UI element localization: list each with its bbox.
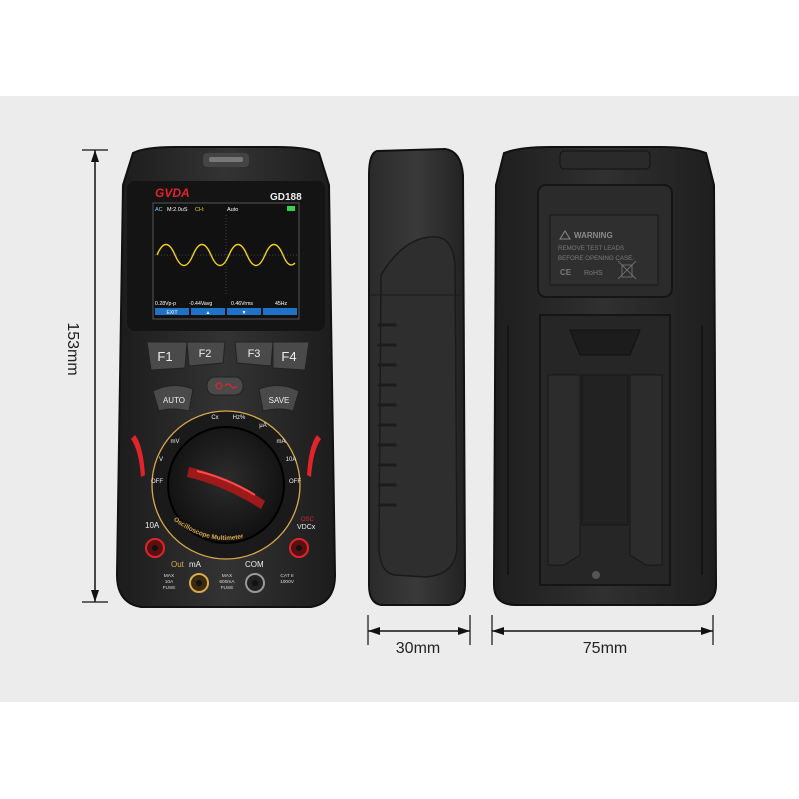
multimeter-side (368, 147, 467, 606)
scope-grid (155, 215, 297, 295)
svg-text:BEFORE OPENING CASE.: BEFORE OPENING CASE. (558, 255, 634, 262)
auto-button[interactable]: AUTO (152, 385, 194, 412)
dial-label-off-right: OFF (289, 479, 301, 485)
brand-logo: GVDA (155, 186, 190, 200)
stand-screw (592, 571, 600, 579)
dial-label-hz: Hz% (233, 415, 246, 421)
f1-button[interactable]: F1 (146, 341, 188, 371)
screen-auto: Auto (227, 207, 238, 213)
com-label: COM (245, 560, 264, 569)
f2-button[interactable]: F2 (186, 341, 226, 367)
weee-bin-icon (617, 260, 637, 280)
svg-text:F2: F2 (199, 348, 212, 360)
multimeter-front: GVDA GD188 AC M:2.0uS CH: Auto 0.28Vp-p … (115, 146, 337, 608)
scope-waveform (156, 243, 296, 267)
reading-hz: 45Hz (275, 301, 288, 307)
fuse-note-ma-1: MAX (222, 573, 233, 579)
svg-text:SAVE: SAVE (269, 396, 290, 405)
out-label: Out (171, 560, 185, 569)
fuse-note-10a-2: 10A (165, 579, 174, 585)
ce-mark: CE (560, 268, 572, 277)
rohs-mark: RoHS (584, 270, 603, 277)
osc-label: OSC (301, 517, 315, 523)
vdcx-label: VDCx (297, 524, 316, 531)
depth-dimension (367, 615, 471, 645)
svg-text:AUTO: AUTO (163, 396, 185, 405)
ten-a-label: 10A (145, 521, 160, 530)
ma-label: mA (189, 560, 202, 569)
dial-label-cx: Cx (211, 415, 218, 421)
warning-label: WARNING REMOVE TEST LEADS BEFORE OPENING… (549, 214, 659, 286)
svg-text:F1: F1 (157, 349, 172, 364)
svg-text:REMOVE TEST LEADS: REMOVE TEST LEADS (558, 245, 624, 252)
svg-text:F4: F4 (281, 349, 296, 364)
svg-text:WARNING: WARNING (574, 231, 613, 240)
dial-label-ua: μA (259, 423, 266, 429)
screen-ac: AC (155, 207, 163, 213)
sun-icon (215, 382, 223, 390)
battery-icon (287, 206, 295, 211)
f3-button[interactable]: F3 (234, 341, 274, 367)
model-label: GD188 (270, 192, 302, 203)
reading-vavg: -0.44Vavg (189, 301, 212, 307)
dial-label-off-left: OFF (151, 479, 163, 485)
wave-icon (224, 383, 238, 389)
svg-text:F3: F3 (248, 348, 261, 360)
reading-vrms: 0.46Vrms (231, 301, 253, 307)
fuse-note-ma-2: 600mA (219, 579, 235, 585)
save-button[interactable]: SAVE (258, 385, 300, 412)
fuse-note-ma-3: FUSE (221, 585, 234, 591)
fuse-note-10a-1: MAX (164, 573, 175, 579)
knob-pointer (187, 467, 265, 509)
reading-vpp: 0.28Vp-p (155, 301, 176, 307)
height-dimension (82, 149, 108, 603)
warning-triangle-icon (559, 230, 571, 240)
backlight-button[interactable] (206, 376, 244, 396)
width-dimension (491, 615, 714, 645)
softkey-down: ▼ (242, 310, 247, 316)
f4-button[interactable]: F4 (272, 341, 310, 371)
cat-note-1: CAT II (280, 573, 293, 579)
cat-note-2: 1000V (280, 579, 295, 585)
screen-channel: CH: (195, 207, 205, 213)
softkey-exit: EXIT (166, 310, 177, 316)
dial-label-v: V (159, 457, 163, 463)
dial-label-ma: mA (277, 439, 286, 445)
multimeter-back: WARNING REMOVE TEST LEADS BEFORE OPENING… (492, 146, 718, 606)
screen-timebase: M:2.0uS (167, 207, 188, 213)
dial-label-10a: 10A (286, 457, 297, 463)
dial-label-mv: mV (171, 439, 180, 445)
width-label: 75mm (582, 640, 628, 657)
depth-label: 30mm (395, 640, 441, 657)
height-label: 153mm (64, 322, 81, 376)
softkey-up: ▲ (206, 310, 211, 316)
fuse-note-10a-3: FUSE (163, 585, 176, 591)
right-red-accent (307, 435, 321, 477)
left-red-accent (131, 435, 145, 477)
